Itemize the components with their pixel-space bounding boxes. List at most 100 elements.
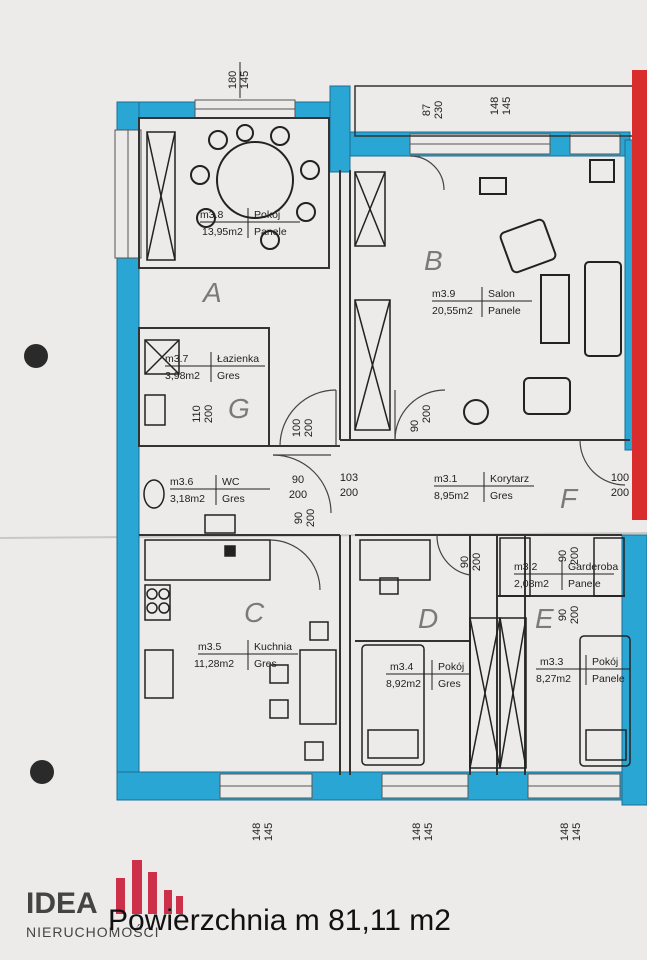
svg-text:Pokój: Pokój [438, 661, 464, 673]
door-living-left-h: 200 [303, 419, 315, 437]
door-corridor-w: 103 [340, 472, 358, 484]
binder-hole-bottom [30, 760, 54, 784]
hand-letter-e: E [535, 603, 554, 634]
dim-right-window-a1: 87 [421, 104, 433, 116]
dim-right-window-b1: 148 [489, 97, 501, 115]
hand-letter-g: G [228, 393, 250, 424]
door-wardrobe-h: 200 [569, 547, 581, 565]
room-label: m3.1 Korytarz 8,95m2 Gres [434, 472, 534, 502]
door-entrance-h: 200 [611, 487, 629, 499]
door-wc-low-w: 90 [293, 512, 305, 524]
svg-text:m3.2: m3.2 [514, 561, 538, 573]
room-label: m3.2 Garderoba 2,08m2 Panele [514, 560, 618, 590]
dimension-labels: 180 145 87 230 148 145 148 145 148 145 1… [227, 62, 583, 841]
dim-top-window-a: 180 [227, 71, 239, 89]
svg-text:m3.5: m3.5 [198, 641, 222, 653]
dining-table [190, 124, 320, 250]
svg-text:Gres: Gres [254, 658, 277, 670]
dim-bottom-1b: 145 [263, 823, 275, 841]
door-living-left-w: 100 [291, 419, 303, 437]
dim-bottom-3a: 148 [559, 823, 571, 841]
svg-text:Salon: Salon [488, 288, 515, 300]
room-label: m3.4 Pokój 8,92m2 Gres [386, 660, 470, 690]
svg-text:Kuchnia: Kuchnia [254, 641, 292, 653]
svg-text:m3.8: m3.8 [200, 209, 224, 221]
svg-text:m3.6: m3.6 [170, 476, 194, 488]
svg-text:Panele: Panele [568, 578, 601, 590]
brand-logo: IDEA NIERUCHOMOŚCI [26, 860, 183, 940]
wardrobes [146, 131, 527, 769]
room-label: m3.9 Salon 20,55m2 Panele [432, 287, 532, 317]
svg-text:20,55m2: 20,55m2 [432, 305, 473, 317]
door-labels: 100 200 90 200 110 200 90 200 90 200 103… [191, 405, 629, 624]
bedroom-furniture [359, 537, 631, 767]
svg-text:2,08m2: 2,08m2 [514, 578, 549, 590]
kitchen-furniture [144, 539, 337, 761]
svg-text:m3.3: m3.3 [540, 656, 564, 668]
door-bath-w: 110 [191, 405, 203, 423]
svg-text:8,27m2: 8,27m2 [536, 673, 571, 685]
door-room-e-h: 200 [569, 606, 581, 624]
hand-letter-b: B [424, 245, 443, 276]
door-wardrobe-w: 90 [557, 550, 569, 562]
svg-text:3,18m2: 3,18m2 [170, 493, 205, 505]
dim-top-window-b: 145 [239, 71, 251, 89]
room-label: m3.8 Pokój 13,95m2 Panele [200, 208, 300, 238]
door-living-right-w: 90 [409, 420, 421, 432]
svg-text:m3.7: m3.7 [165, 353, 189, 365]
door-swings [269, 155, 626, 591]
svg-text:8,95m2: 8,95m2 [434, 490, 469, 502]
svg-text:Garderoba: Garderoba [568, 561, 618, 573]
door-wc-low-h: 200 [305, 509, 317, 527]
room-label: m3.3 Pokój 8,27m2 Panele [536, 655, 630, 685]
dim-bottom-2b: 145 [423, 823, 435, 841]
svg-text:Gres: Gres [438, 678, 461, 690]
hand-letter-d: D [418, 603, 438, 634]
dim-bottom-2a: 148 [411, 823, 423, 841]
door-bath-h: 200 [203, 405, 215, 423]
room-label: m3.6 WC 3,18m2 Gres [170, 475, 270, 505]
svg-text:8,92m2: 8,92m2 [386, 678, 421, 690]
living-room-furniture [463, 159, 622, 425]
svg-text:Gres: Gres [222, 493, 245, 505]
door-living-right-h: 200 [421, 405, 433, 423]
logo-brand: IDEA [26, 887, 98, 920]
door-corridor-h: 200 [340, 487, 358, 499]
hand-letter-f: F [560, 483, 579, 514]
svg-text:Panele: Panele [254, 226, 287, 238]
binder-hole-top [24, 344, 48, 368]
svg-text:3,98m2: 3,98m2 [165, 370, 200, 382]
door-room-d-h: 200 [471, 553, 483, 571]
svg-text:13,95m2: 13,95m2 [202, 226, 243, 238]
door-wc-w: 90 [292, 474, 304, 486]
svg-text:Gres: Gres [217, 370, 240, 382]
dim-bottom-1a: 148 [251, 823, 263, 841]
dim-right-window-a2: 230 [433, 101, 445, 119]
total-area: Powierzchnia m 81,11 m2 [108, 904, 451, 937]
dim-right-window-b2: 145 [501, 97, 513, 115]
svg-text:Panele: Panele [592, 673, 625, 685]
svg-text:m3.4: m3.4 [390, 661, 414, 673]
svg-text:11,28m2: 11,28m2 [194, 658, 234, 670]
hand-letter-a: A [201, 277, 222, 308]
svg-text:Gres: Gres [490, 490, 513, 502]
logo-sub: NIERUCHOMOŚCI [26, 923, 160, 940]
door-room-e-w: 90 [557, 609, 569, 621]
svg-text:m3.9: m3.9 [432, 288, 456, 300]
svg-text:Korytarz: Korytarz [490, 473, 529, 485]
svg-text:m3.1: m3.1 [434, 473, 458, 485]
room-label: m3.5 Kuchnia 11,28m2 Gres [194, 640, 298, 670]
hand-letter-c: C [244, 597, 265, 628]
room-labels: m3.8 Pokój 13,95m2 Panele m3.9 Salon 20,… [165, 208, 630, 690]
door-room-d-w: 90 [459, 556, 471, 568]
door-entrance-w: 100 [611, 472, 629, 484]
dim-bottom-3b: 145 [571, 823, 583, 841]
svg-text:Pokój: Pokój [254, 209, 280, 221]
svg-text:Panele: Panele [488, 305, 521, 317]
svg-text:WC: WC [222, 476, 240, 488]
bathroom-fixtures [143, 339, 236, 534]
svg-text:Pokój: Pokój [592, 656, 618, 668]
room-label: m3.7 Łazienka 3,98m2 Gres [165, 352, 265, 382]
